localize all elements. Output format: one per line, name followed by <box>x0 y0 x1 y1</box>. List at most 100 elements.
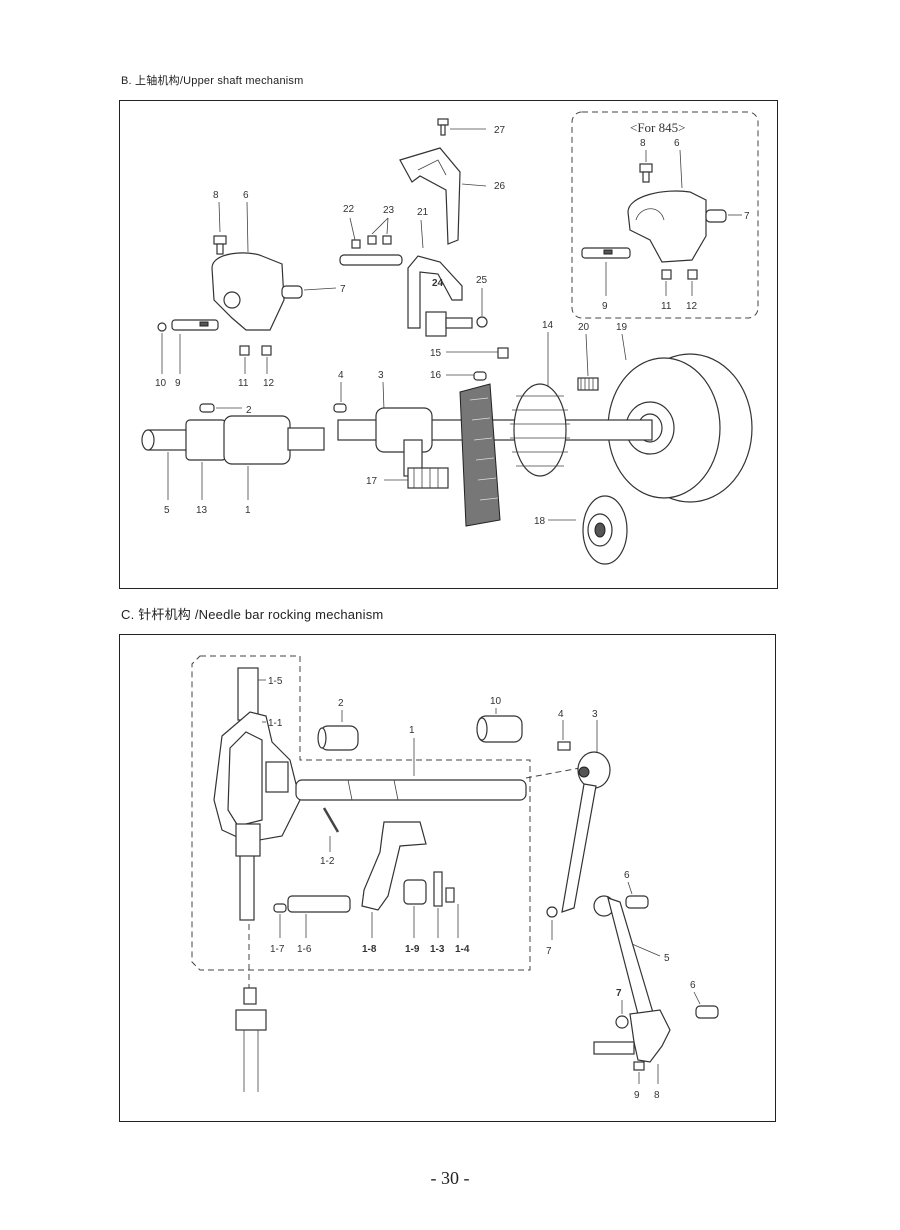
label-b-v11: 11 <box>661 301 672 312</box>
variant-part-6-crank <box>627 149 707 263</box>
part-1-6-link <box>287 895 351 938</box>
section-b-frame <box>119 100 778 589</box>
label-c-6a: 6 <box>624 870 630 881</box>
part-1-1-frame <box>213 711 301 857</box>
part-1-8-crank <box>361 821 427 938</box>
label-b-15: 15 <box>430 348 442 359</box>
part-1-4-screw <box>445 887 459 938</box>
part-1-7-screw <box>273 903 287 938</box>
variant-845-label: <For 845> <box>630 120 685 135</box>
page-number: - 30 - <box>430 1168 470 1188</box>
label-b-3: 3 <box>378 370 384 381</box>
section-c-frame <box>119 634 776 1122</box>
label-c-8: 8 <box>654 1090 660 1101</box>
label-c-7a: 7 <box>546 946 552 957</box>
label-c-10: 10 <box>490 696 502 707</box>
part-25-screw <box>476 288 488 328</box>
part-1-3-plate <box>433 871 443 938</box>
part-22-pin <box>339 217 403 266</box>
part-20-spring <box>577 333 599 391</box>
label-c-1-1: 1-1 <box>268 718 283 729</box>
label-b-22: 22 <box>343 204 355 215</box>
label-c-1-4: 1-4 <box>455 944 470 955</box>
label-c-9: 9 <box>634 1090 640 1101</box>
part-17-bracket <box>384 467 449 489</box>
variant-part-8-screw <box>639 150 653 183</box>
section-c-title: C. 针杆机构 /Needle bar rocking mechanism <box>121 607 384 622</box>
label-b-24: 24 <box>432 278 444 289</box>
label-b-9: 9 <box>175 378 181 389</box>
part-6-crank <box>211 201 285 331</box>
part-7-screw <box>281 285 337 299</box>
part-12-screw <box>261 345 272 374</box>
variant-part-9-pin <box>581 247 631 296</box>
label-c-6b: 6 <box>690 980 696 991</box>
variant-part-7-screw <box>705 209 742 223</box>
part-18-pulley <box>548 495 628 565</box>
label-b-20: 20 <box>578 322 590 333</box>
part-6-screw-b <box>693 991 719 1019</box>
label-b-v9: 9 <box>602 301 608 312</box>
label-b-v6: 6 <box>674 138 680 149</box>
label-c-1: 1 <box>409 725 415 736</box>
part-1-2-pin <box>322 807 340 852</box>
label-b-16: 16 <box>430 370 442 381</box>
label-c-1-7: 1-7 <box>270 944 285 955</box>
label-c-1-9: 1-9 <box>405 944 420 955</box>
label-b-8: 8 <box>213 190 219 201</box>
part-15-screw <box>446 347 509 359</box>
part-8-crank <box>593 1009 671 1084</box>
label-c-5: 5 <box>664 953 670 964</box>
part-timing-belt <box>459 383 501 527</box>
label-b-17: 17 <box>366 476 378 487</box>
part-1-5-needle-bar <box>237 667 259 921</box>
part-1-assembly-box <box>191 655 531 971</box>
variant-part-12-screw <box>687 269 698 296</box>
label-b-v8: 8 <box>640 138 646 149</box>
label-c-1-5: 1-5 <box>268 676 283 687</box>
label-b-6: 6 <box>243 190 249 201</box>
label-b-19: 19 <box>616 322 628 333</box>
part-11-screw <box>239 345 250 374</box>
part-24-collar <box>425 311 473 337</box>
label-b-11: 11 <box>238 378 249 389</box>
part-2-bushing <box>317 710 359 751</box>
part-5-link <box>593 895 661 1023</box>
label-b-10: 10 <box>155 378 167 389</box>
part-4-screw <box>557 720 571 751</box>
label-b-12: 12 <box>263 378 275 389</box>
part-3-rocker-arm <box>561 720 611 913</box>
label-c-1-3: 1-3 <box>430 944 445 955</box>
label-c-7b: 7 <box>616 988 622 999</box>
label-b-5: 5 <box>164 505 170 516</box>
label-b-27: 27 <box>494 125 506 136</box>
variant-845-box <box>571 111 759 319</box>
label-b-v7: 7 <box>744 211 750 222</box>
part-1-rocking-shaft <box>295 779 527 801</box>
label-b-18: 18 <box>534 516 546 527</box>
label-c-2: 2 <box>338 698 344 709</box>
label-c-3: 3 <box>592 709 598 720</box>
label-c-4: 4 <box>558 709 564 720</box>
part-1-9-collar <box>403 879 427 938</box>
label-b-2: 2 <box>246 405 252 416</box>
label-b-25: 25 <box>476 275 488 286</box>
part-23-screws <box>351 217 392 249</box>
label-b-4: 4 <box>338 370 344 381</box>
part-7-nut-b <box>615 1000 629 1029</box>
part-1-lower-shaft <box>141 415 325 465</box>
section-b-title: B. 上轴机构/Upper shaft mechanism <box>121 75 304 87</box>
label-b-1: 1 <box>245 505 251 516</box>
label-b-23: 23 <box>383 205 395 216</box>
label-b-13: 13 <box>196 505 208 516</box>
part-27-screw <box>437 118 486 136</box>
part-14-timing-pulley <box>510 383 570 477</box>
label-b-14: 14 <box>542 320 554 331</box>
part-4-pin <box>333 382 347 413</box>
part-16-screw <box>446 371 487 381</box>
label-b-26: 26 <box>494 181 506 192</box>
part-3-eccentric <box>375 407 433 477</box>
part-26-bracket <box>399 147 487 245</box>
part-10-nut <box>157 322 167 374</box>
